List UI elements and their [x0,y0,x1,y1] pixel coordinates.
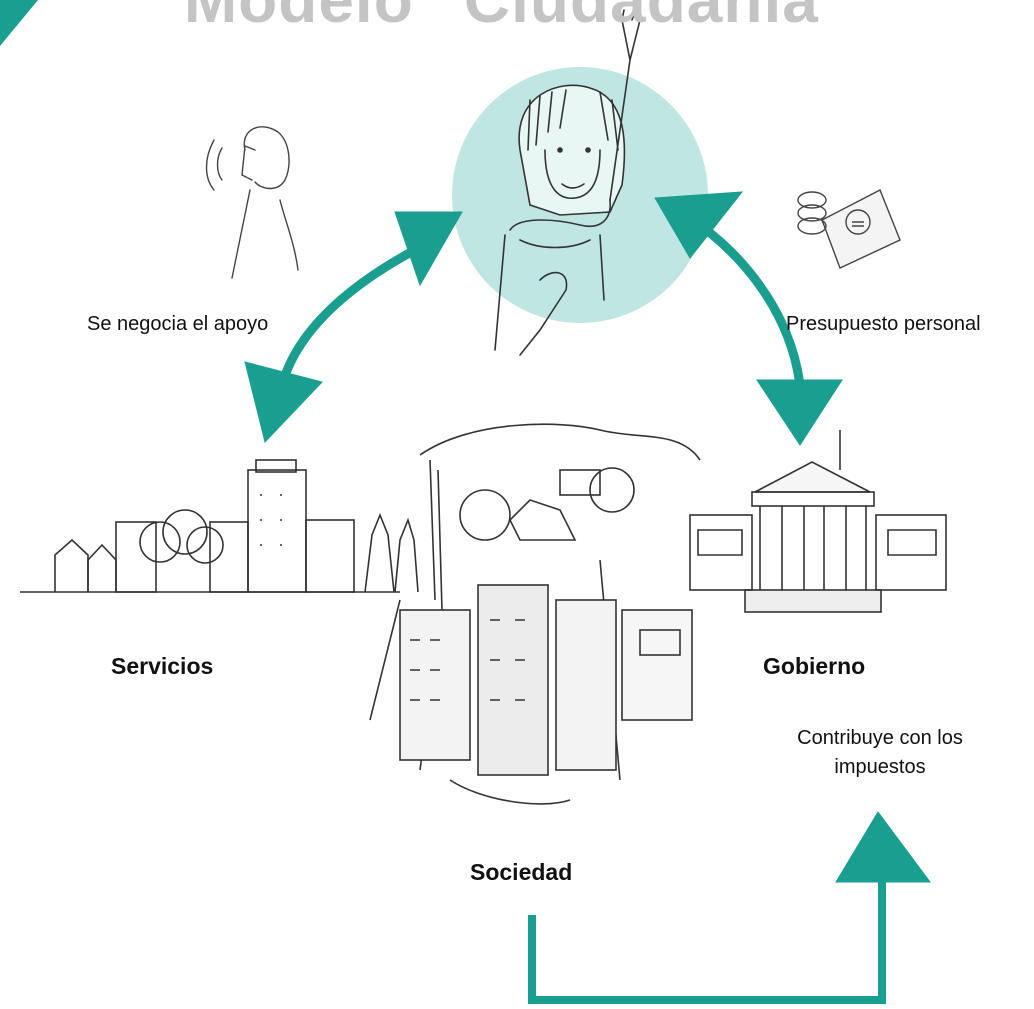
teal-arrows [244,191,931,1004]
government-sketch [689,430,947,613]
bottom-loop-head [835,811,931,883]
right-arc-head-top [654,191,744,259]
phone-person-sketch [205,126,299,279]
society-label: Sociedad [470,859,573,885]
bottom-loop-arrow [528,860,886,1004]
negotiate-label: Se negocia el apoyo [87,313,269,335]
services-label: Servicios [111,653,214,679]
corner-triangle [0,0,38,46]
society-sketch [369,423,701,805]
page-title: Modelo "Ciudadanía" [183,0,851,36]
woman-sketch [494,7,641,356]
services-sketch [20,459,419,593]
left-arc-head-top [394,211,463,287]
left-arc-head-bottom [244,361,323,444]
budget-label: Presupuesto personal [786,313,981,335]
government-label: Gobierno [763,653,866,679]
right-arc-head-bottom [756,379,843,446]
money-sketch [797,189,901,269]
taxes-label: Contribuye con los impuestos [797,727,963,778]
